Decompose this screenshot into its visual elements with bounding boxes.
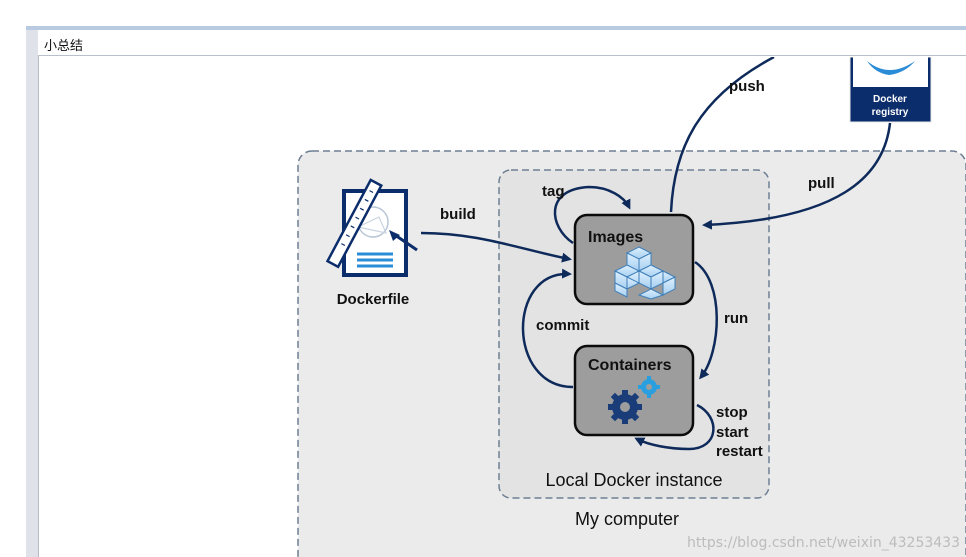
containers-node: Containers [573, 344, 695, 437]
tag-edge-label: tag [542, 183, 565, 200]
large-gear-icon [608, 390, 642, 424]
local-docker-instance-label: Local Docker instance [545, 470, 722, 490]
window-top-area [0, 0, 966, 28]
containers-label: Containers [588, 357, 672, 374]
docker-registry-node: Docker registry [849, 57, 932, 123]
build-arrow [420, 231, 572, 263]
image-layers-icon [613, 246, 677, 300]
commit-edge-label: commit [536, 317, 589, 334]
pull-arrow [702, 122, 892, 230]
page-title: 小总结 [44, 39, 84, 54]
registry-globe-icon [867, 61, 915, 75]
images-label: Images [588, 229, 643, 246]
small-gear-icon [638, 376, 660, 398]
stop-start-restart-arrow [634, 403, 715, 451]
left-side-panel [26, 30, 39, 557]
push-edge-label: push [729, 78, 765, 95]
docker-workflow-diagram: My computer Local Docker instance Docker… [297, 57, 966, 557]
registry-label-line2: registry [872, 107, 909, 118]
dockerfile-icon [325, 178, 418, 277]
start-edge-label: start [716, 424, 749, 441]
restart-edge-label: restart [716, 443, 763, 460]
registry-label-line1: Docker [873, 94, 907, 105]
tag-arrow [553, 185, 631, 245]
images-node: Images [573, 213, 695, 306]
my-computer-label: My computer [575, 509, 679, 529]
dockerfile-label: Dockerfile [337, 291, 410, 308]
window-top-band [26, 26, 966, 30]
pull-edge-label: pull [808, 175, 835, 192]
watermark-text: https://blog.csdn.net/weixin_43253433 [686, 535, 960, 551]
build-edge-label: build [440, 206, 476, 223]
title-bar: 小总结 [38, 30, 966, 56]
stop-edge-label: stop [716, 404, 748, 421]
commit-arrow [521, 268, 574, 389]
run-arrow [694, 260, 718, 380]
push-arrow [669, 57, 775, 213]
content-area: My computer Local Docker instance Docker… [39, 57, 966, 557]
arrows [420, 57, 892, 451]
local-docker-instance-region [498, 169, 770, 499]
run-edge-label: run [724, 310, 748, 327]
